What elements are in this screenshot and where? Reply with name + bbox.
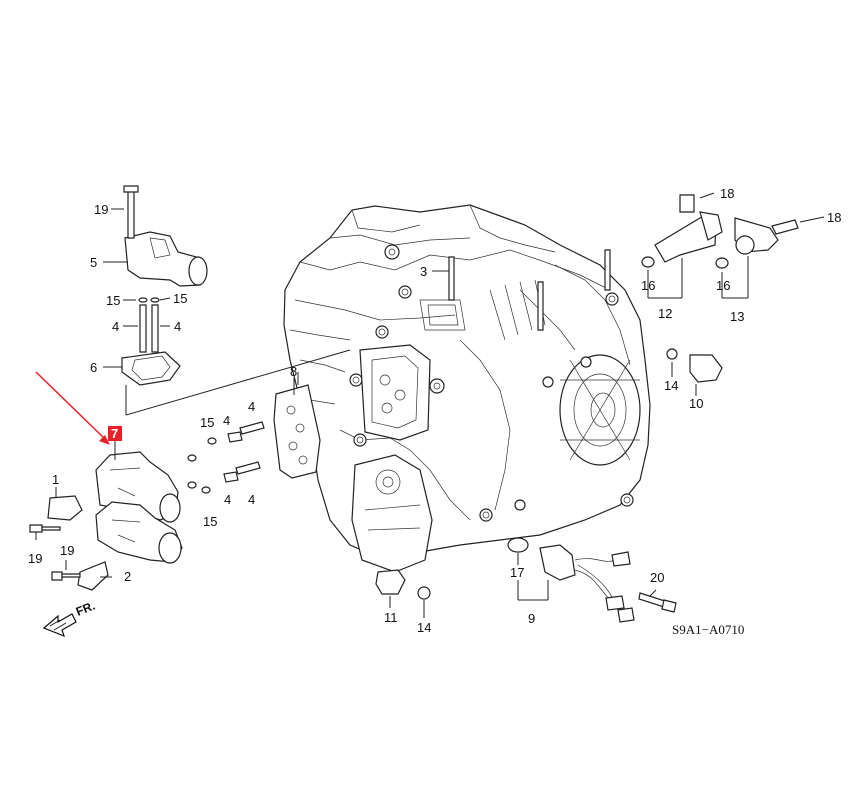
part-5-solenoid: [123, 185, 208, 287]
callout-4: 4: [223, 413, 230, 428]
callout-9: 9: [528, 611, 535, 626]
callout-14: 14: [664, 378, 678, 393]
part-7-solenoid-assembly: [29, 451, 183, 591]
callout-7-badge: [108, 426, 122, 441]
callout-4: 4: [224, 492, 231, 507]
callout-labels: 19 5 15 15 4 4 6 3 8 15 4 4 4 4 15 1 19 …: [28, 186, 841, 635]
callout-1: 1: [52, 472, 59, 487]
part-10-sensor: [666, 348, 723, 383]
callout-15: 15: [173, 291, 187, 306]
diagram-code: S9A1−A0710: [672, 622, 744, 637]
part-20-bolt: [638, 592, 677, 613]
callout-19: 19: [28, 551, 42, 566]
callout-15: 15: [200, 415, 214, 430]
part-9-harness: [507, 537, 635, 623]
callout-4: 4: [112, 319, 119, 334]
callout-20: 20: [650, 570, 664, 585]
leader-lines: [35, 192, 825, 618]
part-12-sensor: [641, 194, 723, 268]
callout-6: 6: [90, 360, 97, 375]
callout-4: 4: [248, 492, 255, 507]
pins-and-washers: [187, 421, 265, 494]
part-6-gasket: [121, 297, 181, 386]
part-11-sensor: [375, 569, 431, 600]
callout-8: 8: [290, 364, 297, 379]
callout-5: 5: [90, 255, 97, 270]
callout-18: 18: [720, 186, 734, 201]
part-8-cover-plate: [273, 378, 321, 479]
callout-11: 11: [384, 610, 398, 625]
callout-17: 17: [510, 565, 524, 580]
front-direction-indicator: FR.: [42, 599, 97, 638]
highlight-callout-7[interactable]: 7: [35, 371, 122, 460]
callout-7: 7: [111, 426, 118, 441]
callout-15: 15: [106, 293, 120, 308]
callout-15: 15: [203, 514, 217, 529]
callout-19: 19: [60, 543, 74, 558]
front-arrow-icon: [42, 613, 77, 638]
transmission-housing: [283, 204, 651, 573]
callout-16: 16: [716, 278, 730, 293]
callout-16: 16: [641, 278, 655, 293]
callout-3: 3: [420, 264, 427, 279]
red-arrow-line: [35, 371, 107, 441]
callout-4: 4: [248, 399, 255, 414]
red-arrow-head-icon: [99, 435, 110, 445]
front-label: FR.: [74, 599, 97, 619]
callout-13: 13: [730, 309, 744, 324]
callout-10: 10: [689, 396, 703, 411]
callout-2: 2: [124, 569, 131, 584]
callout-12: 12: [658, 306, 672, 321]
part-13-sensor: [715, 217, 799, 269]
callout-19: 19: [94, 202, 108, 217]
callout-14: 14: [417, 620, 431, 635]
callout-18: 18: [827, 210, 841, 225]
callout-4: 4: [174, 319, 181, 334]
